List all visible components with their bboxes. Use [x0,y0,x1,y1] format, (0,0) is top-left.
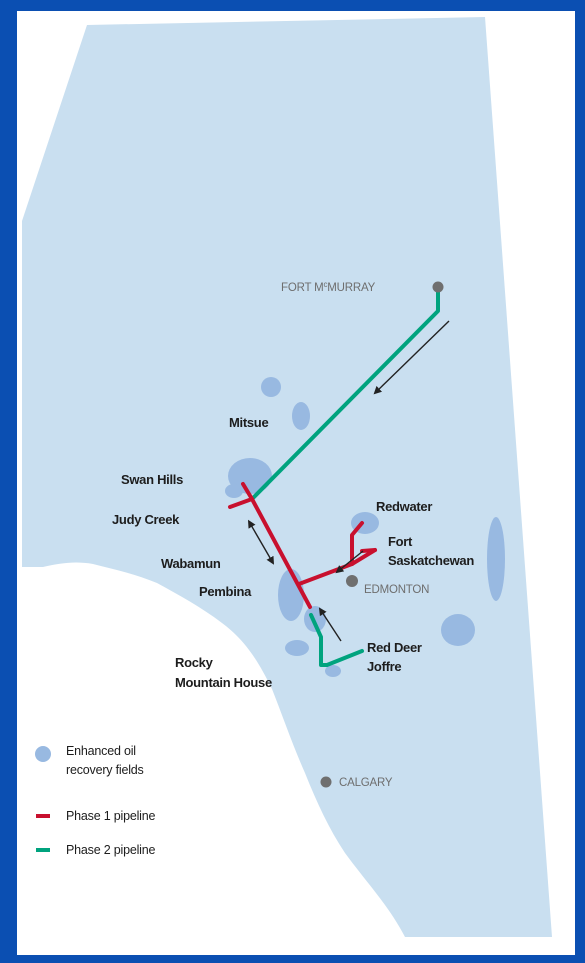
legend-oil-fields-line2: recovery fields [66,763,144,777]
legend-phase1-label: Phase 1 pipeline [66,809,155,823]
legend: Enhanced oil recovery fields Phase 1 pip… [35,744,156,857]
label-pembina: Pembina [199,584,252,599]
label-rocky-mountain-house-line2: Mountain House [175,675,272,690]
oil-field [325,665,341,677]
legend-phase2-label: Phase 2 pipeline [66,843,155,857]
label-wabamun: Wabamun [161,556,221,571]
oil-field [441,614,475,646]
city-dot-calgary [320,776,332,788]
alberta-province-shape [22,17,552,937]
legend-oil-field-swatch [35,746,51,762]
oil-field [225,484,243,498]
phase2-segment-reddeer [309,613,364,667]
flow-arrow-wabamun [247,519,275,565]
oil-field [285,640,309,656]
label-judy-creek: Judy Creek [112,512,180,527]
oil-field [292,402,310,430]
label-fort-saskatchewan-line1: Fort [388,534,413,549]
label-joffre: Joffre [367,659,401,674]
label-fort-saskatchewan-line2: Saskatchewan [388,553,474,568]
map-frame: FORT McMURRAY EDMONTON CALGARY Mitsue Sw… [17,11,575,955]
city-dot-fort-mcmurray [432,281,444,293]
city-label-calgary: CALGARY [339,777,393,789]
phase2-pipeline [250,285,440,667]
city-dot-edmonton [346,575,358,587]
alberta-map: FORT McMURRAY EDMONTON CALGARY Mitsue Sw… [22,17,552,937]
legend-oil-fields-line1: Enhanced oil [66,744,136,758]
label-red-deer: Red Deer [367,640,422,655]
phase1-pipeline [228,482,377,609]
oil-field [261,377,281,397]
label-rocky-mountain-house-line1: Rocky [175,655,214,670]
flow-arrow-reddeer [318,607,342,642]
label-swan-hills: Swan Hills [121,472,183,487]
oil-field [228,458,272,494]
label-mitsue: Mitsue [229,415,268,430]
phase1-redwater-branch [350,521,364,566]
phase1-judy-branch [241,482,254,501]
phase2-segment-mcmurray [250,285,440,501]
city-label-edmonton: EDMONTON [364,584,429,596]
flow-arrows [247,320,450,642]
oil-field [487,517,505,601]
oil-field [278,569,304,621]
phase1-fortsask-branch [360,548,377,553]
flow-arrow-edmonton [335,550,364,574]
flow-arrow-mcmurray [373,320,450,395]
city-label-fort-mcmurray: FORT McMURRAY [281,280,376,294]
label-redwater: Redwater [376,499,432,514]
city-markers [320,281,444,788]
